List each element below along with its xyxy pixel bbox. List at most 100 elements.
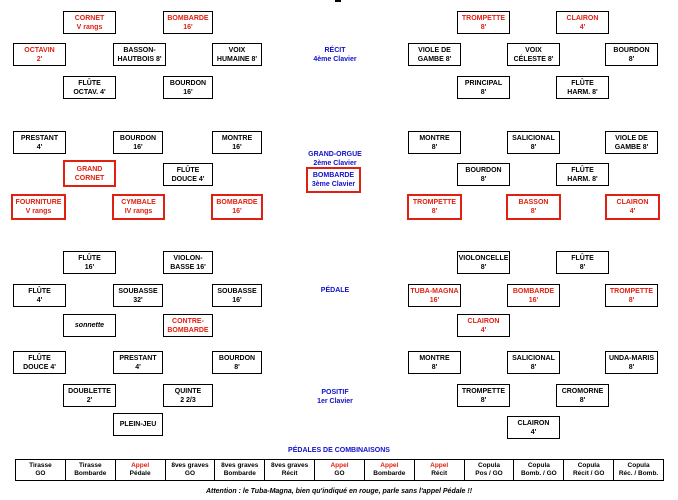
- stop-go-fourniture[interactable]: FOURNITURE V rangs: [11, 194, 66, 220]
- combination-pedal-copula-pos-go[interactable]: Copula Pos / GO: [465, 460, 515, 480]
- stop-name: CONTRE-: [172, 317, 204, 325]
- stop-pedale-violonbasse[interactable]: VIOLON- BASSE 16': [163, 251, 213, 274]
- stop-positif-plein-jeu[interactable]: PLEIN-JEU: [113, 413, 163, 436]
- stop-go-bourdon-8[interactable]: BOURDON 8': [457, 163, 510, 186]
- combination-pedal-appel-pedale[interactable]: Appel Pédale: [116, 460, 166, 480]
- combination-pedal-octaves-graves-recit[interactable]: 8ves graves Récit: [265, 460, 316, 480]
- stop-pedale-bombarde-16[interactable]: BOMBARDE 16': [507, 284, 560, 307]
- stop-detail: DOUCE 4': [171, 175, 205, 183]
- stop-pedale-flute-16[interactable]: FLÛTE 16': [63, 251, 116, 274]
- stop-go-flute-douce[interactable]: FLÛTE DOUCE 4': [163, 163, 213, 186]
- stop-name: VIOLE DE: [615, 134, 648, 142]
- stop-pedale-sonnette[interactable]: sonnette: [63, 314, 116, 337]
- stop-positif-clairon[interactable]: CLAIRON 4': [507, 416, 560, 439]
- stop-positif-quinte[interactable]: QUINTE 2 2/3: [163, 384, 213, 407]
- stop-recit-bourdon-16[interactable]: BOURDON 16': [163, 76, 213, 99]
- stop-bombarde-basson[interactable]: BASSON 8': [506, 194, 561, 220]
- stop-recit-voix-humaine[interactable]: VOIX HUMAINE 8': [212, 43, 262, 66]
- stop-detail: 16': [232, 143, 242, 151]
- stop-go-bourdon-16[interactable]: BOURDON 16': [113, 131, 163, 154]
- stop-pedale-contrebombarde[interactable]: CONTRE- BOMBARDE: [163, 314, 213, 337]
- stop-recit-basson-hautbois[interactable]: BASSON- HAUTBOIS 8': [113, 43, 166, 66]
- stop-pedale-flute-8[interactable]: FLÛTE 8': [556, 251, 609, 274]
- division-label-bombarde: BOMBARDE 3ème Clavier: [306, 167, 361, 193]
- stop-recit-viole-de-gambe[interactable]: VIOLE DE GAMBE 8': [408, 43, 461, 66]
- combination-pedal-tirasse-go[interactable]: Tirasse GO: [16, 460, 66, 480]
- stop-detail: 4': [36, 143, 43, 151]
- stop-name: QUINTE: [174, 387, 202, 395]
- stop-detail: 8': [579, 263, 586, 271]
- stop-name: SOUBASSE: [118, 287, 158, 295]
- stop-go-prestant[interactable]: PRESTANT 4': [13, 131, 66, 154]
- stop-recit-octavin[interactable]: OCTAVIN 2': [13, 43, 66, 66]
- stop-go-montre-8[interactable]: MONTRE 8': [408, 131, 461, 154]
- combination-pedal-tirasse-bombarde[interactable]: Tirasse Bombarde: [66, 460, 116, 480]
- stop-pedale-soubasse-32[interactable]: SOUBASSE 32': [113, 284, 163, 307]
- stop-name: CYMBALE: [121, 199, 156, 206]
- stop-positif-flute-douce[interactable]: FLÛTE DOUCE 4': [13, 351, 66, 374]
- combination-pedal-octaves-graves-go[interactable]: 8ves graves GO: [166, 460, 216, 480]
- stop-detail: CÉLESTE 8': [513, 55, 554, 63]
- stop-detail: 8': [628, 55, 635, 63]
- stop-pedale-tuba-magna[interactable]: TUBA-MAGNA 16': [408, 284, 461, 307]
- stop-bombarde-clairon[interactable]: CLAIRON 4': [605, 194, 660, 220]
- combination-pedal-appel-go[interactable]: Appel GO: [315, 460, 365, 480]
- stop-detail: 8': [431, 208, 438, 215]
- combination-pedal-copula-rec-bomb[interactable]: Copula Réc. / Bomb.: [618, 462, 659, 477]
- stop-positif-unda-maris[interactable]: UNDA-MARIS 8': [605, 351, 658, 374]
- stop-name: FLÛTE: [571, 254, 594, 262]
- division-label-recit: RÉCIT 4ème Clavier: [313, 47, 357, 63]
- stop-recit-cornet[interactable]: CORNET V rangs: [63, 11, 116, 34]
- combination-pedal-appel-bombarde[interactable]: Appel Bombarde: [365, 460, 415, 480]
- stop-name: BASSON-: [123, 46, 156, 54]
- combination-pedal-appel-recit[interactable]: Appel Récit: [415, 460, 465, 480]
- stop-bombarde-grand-cornet[interactable]: GRAND CORNET: [63, 160, 116, 187]
- stop-pedale-trompette[interactable]: TROMPETTE 8': [605, 284, 658, 307]
- stop-positif-cromorne[interactable]: CROMORNE 8': [556, 384, 609, 407]
- stop-name: UNDA-MARIS: [608, 354, 655, 362]
- stop-go-montre-16[interactable]: MONTRE 16': [212, 131, 262, 154]
- stop-name: CORNET: [74, 14, 105, 22]
- stop-pedale-violoncelle[interactable]: VIOLONCELLE 8': [457, 251, 510, 274]
- combination-pedal-octaves-graves-bombarde[interactable]: 8ves graves Bombarde: [215, 460, 266, 480]
- stop-recit-clairon[interactable]: CLAIRON 4': [556, 11, 609, 34]
- stop-recit-flute-octaviante[interactable]: FLÛTE OCTAV. 4': [63, 76, 116, 99]
- stop-recit-bourdon-8[interactable]: BOURDON 8': [605, 43, 658, 66]
- stop-name: TROMPETTE: [461, 387, 506, 395]
- stop-go-viole-de-gambe[interactable]: VIOLE DE GAMBE 8': [605, 131, 658, 154]
- stop-detail: OCTAV. 4': [73, 88, 106, 96]
- stop-go-flute-harmonique[interactable]: FLÛTE HARM. 8': [556, 163, 609, 186]
- stop-name: MONTRE: [419, 354, 450, 362]
- stop-positif-doublette[interactable]: DOUBLETTE 2': [63, 384, 116, 407]
- stop-recit-principal[interactable]: PRINCIPAL 8': [457, 76, 510, 99]
- stop-detail: HARM. 8': [567, 88, 598, 96]
- stop-name: sonnette: [74, 322, 105, 329]
- stop-positif-salicional[interactable]: SALICIONAL 8': [507, 351, 560, 374]
- stop-detail: BOMBARDE: [167, 326, 209, 334]
- stop-positif-prestant[interactable]: PRESTANT 4': [113, 351, 163, 374]
- stop-positif-bourdon-8[interactable]: BOURDON 8': [212, 351, 262, 374]
- stop-positif-trompette[interactable]: TROMPETTE 8': [457, 384, 510, 407]
- stop-go-salicional[interactable]: SALICIONAL 8': [507, 131, 560, 154]
- combination-pedal-copula-bomb-go[interactable]: Copula Bomb. / GO: [514, 460, 565, 480]
- stop-name: PRINCIPAL: [464, 79, 503, 87]
- stop-recit-flute-harmonique[interactable]: FLÛTE HARM. 8': [556, 76, 609, 99]
- stop-name: CLAIRON: [616, 199, 649, 206]
- stop-pedale-flute-4[interactable]: FLÛTE 4': [13, 284, 66, 307]
- stop-detail: 16': [183, 23, 193, 31]
- stop-detail: 16': [133, 143, 143, 151]
- stop-pedale-clairon[interactable]: CLAIRON 4': [457, 314, 510, 337]
- stop-name: DOUBLETTE: [68, 387, 111, 395]
- stop-bombarde-trompette[interactable]: TROMPETTE 8': [407, 194, 462, 220]
- stop-bombarde-bombarde-16[interactable]: BOMBARDE 16': [211, 194, 263, 220]
- stop-detail: HAUTBOIS 8': [117, 55, 162, 63]
- stop-pedale-soubasse-16[interactable]: SOUBASSE 16': [212, 284, 262, 307]
- stop-name: CLAIRON: [517, 419, 550, 427]
- stop-recit-voix-celeste[interactable]: VOIX CÉLESTE 8': [507, 43, 560, 66]
- stop-go-cymbale[interactable]: CYMBALE IV rangs: [112, 194, 165, 220]
- stop-recit-bombarde-16[interactable]: BOMBARDE 16': [163, 11, 213, 34]
- combination-pedal-copula-recit-go[interactable]: Copula Récit / GO: [564, 460, 615, 480]
- combination-pedals-row: Tirasse GO Tirasse Bombarde Appel Pédale…: [15, 459, 664, 481]
- stop-recit-trompette[interactable]: TROMPETTE 8': [457, 11, 510, 34]
- stop-positif-montre[interactable]: MONTRE 8': [408, 351, 461, 374]
